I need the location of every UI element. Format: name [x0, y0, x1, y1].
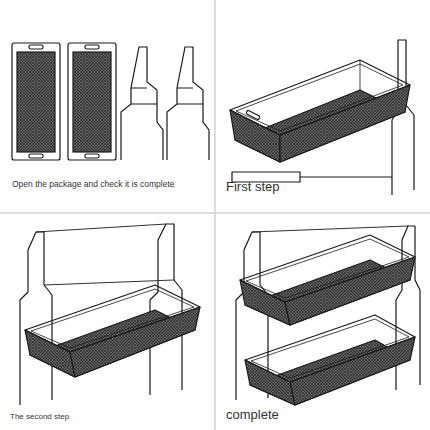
step-caption: Open the package and check it is complet… — [12, 180, 175, 190]
tray-between-frames — [20, 224, 200, 405]
step-caption: The second step — [10, 412, 69, 421]
step-caption: First step — [226, 180, 279, 195]
parts-tray — [12, 43, 116, 160]
parts-frame — [121, 47, 209, 160]
tray-on-frame — [230, 40, 414, 195]
assembled-rack — [236, 226, 420, 405]
step-caption: complete — [226, 408, 279, 423]
